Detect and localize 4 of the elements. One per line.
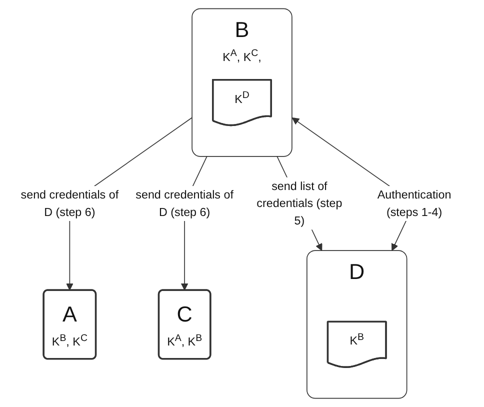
edge-label: send credentials of D (step 6) xyxy=(136,188,234,218)
edge-label: Authentication (steps 1-4) xyxy=(377,188,452,218)
edge-label: send credentials of D (step 6) xyxy=(20,188,119,218)
edge-label: send list of credentials (step 5) xyxy=(256,178,342,228)
